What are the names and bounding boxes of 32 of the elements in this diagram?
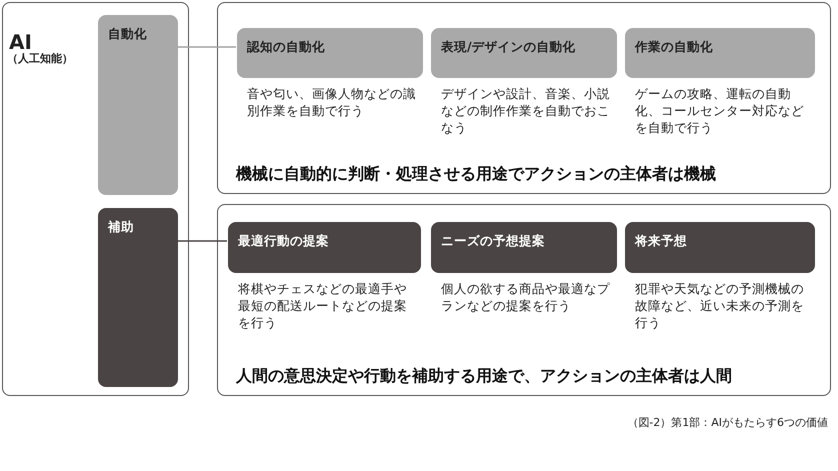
category-column bbox=[98, 15, 178, 195]
box-title: ニーズの予想提案 bbox=[441, 234, 545, 248]
process-box bbox=[237, 28, 423, 78]
description-text: 犯罪や天気などの予測機械の故障など、近い未来の予測を行う bbox=[635, 281, 805, 332]
process-box bbox=[625, 28, 815, 78]
box-title: 将来予想 bbox=[635, 234, 687, 248]
box-title: 作業の自動化 bbox=[635, 40, 713, 54]
connector-line bbox=[177, 240, 227, 242]
description-text: 個人の欲する商品や最適なプランなどの提案を行う bbox=[441, 281, 611, 315]
process-box bbox=[625, 222, 815, 273]
process-box bbox=[431, 28, 617, 78]
process-box bbox=[431, 222, 617, 273]
category-title: AI bbox=[9, 31, 32, 54]
category-column bbox=[98, 208, 178, 387]
description-text: 将棋やチェスなどの最適手や最短の配送ルートなどの提案を行う bbox=[238, 281, 408, 332]
box-title: 表現/デザインの自動化 bbox=[441, 40, 576, 54]
box-title: 補助 bbox=[108, 220, 134, 234]
panel-summary: 機械に自動的に判断・処理させる用途でアクションの主体者は機械 bbox=[236, 165, 716, 184]
connector-line bbox=[177, 46, 236, 48]
group-panel bbox=[217, 204, 831, 396]
box-title: 自動化 bbox=[108, 27, 147, 42]
caption: （図-2）第1部：AIがもたらす6つの価値 bbox=[627, 415, 828, 430]
box-title: 最適行動の提案 bbox=[238, 234, 329, 248]
group-box bbox=[2, 2, 189, 396]
category-title: （人工知能） bbox=[7, 53, 73, 66]
group-panel bbox=[217, 2, 831, 194]
process-box bbox=[228, 222, 421, 273]
description-text: 音や匂い、画像人物などの識別作業を自動で行う bbox=[247, 86, 417, 120]
panel-summary: 人間の意思決定や行動を補助する用途で、アクションの主体者は人間 bbox=[236, 367, 732, 386]
description-text: ゲームの攻略、運転の自動化、コールセンター対応などを自動で行う bbox=[635, 86, 805, 137]
box-title: 認知の自動化 bbox=[247, 40, 325, 54]
description-text: デザインや設計、音楽、小説などの制作作業を自動でおこなう bbox=[441, 86, 611, 137]
